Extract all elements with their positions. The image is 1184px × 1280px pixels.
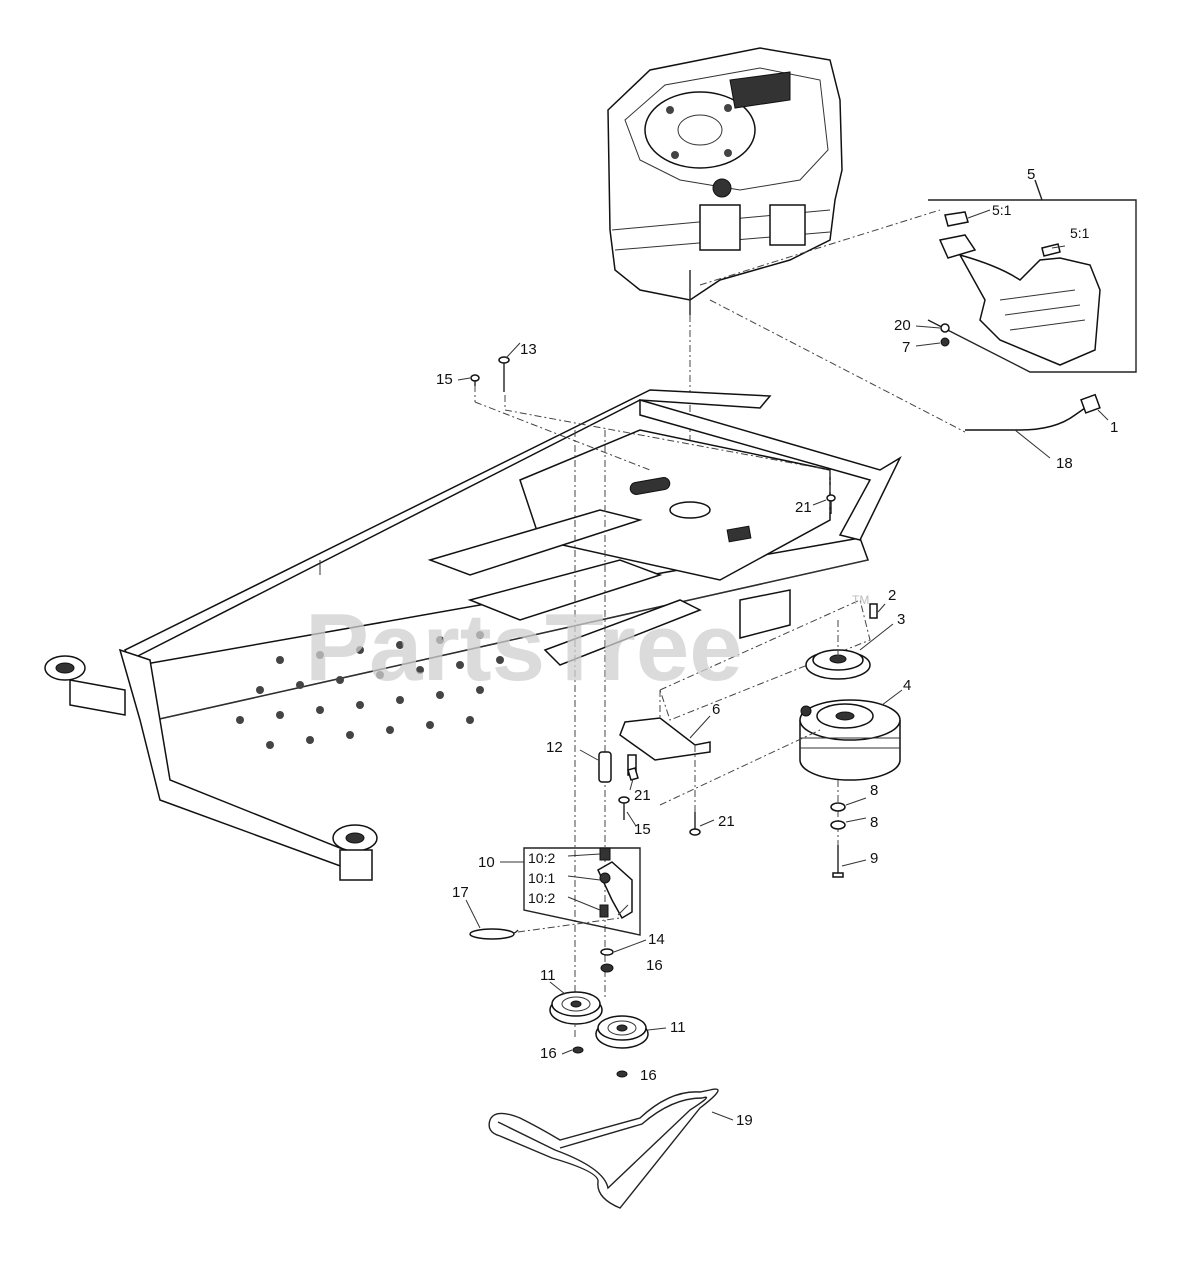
bolt-21-top (826, 494, 836, 514)
clutch-4 (799, 699, 901, 781)
callout-16-c: 16 (640, 1067, 657, 1084)
callout-10-1: 10:1 (528, 870, 555, 886)
callout-18: 18 (1056, 455, 1073, 472)
callout-1: 1 (1110, 419, 1118, 436)
idler-pulley-11-a (549, 991, 603, 1025)
bolt-15-low (618, 796, 630, 820)
callout-3: 3 (897, 611, 905, 628)
key-2 (869, 603, 878, 619)
callout-16-b: 16 (540, 1045, 557, 1062)
callout-11-a: 11 (540, 967, 556, 984)
watermark: PartsTree TM (305, 593, 869, 701)
nut-16-mid (572, 1046, 584, 1054)
callout-11-b: 11 (670, 1019, 686, 1036)
washer-14 (600, 948, 614, 956)
callout-8-b: 8 (870, 814, 878, 831)
callout-5-1-a: 5:1 (992, 202, 1012, 218)
callout-9: 9 (870, 850, 878, 867)
watermark-trademark: TM (852, 593, 869, 607)
callout-labels: 1 2 3 4 5 5:1 5:1 6 7 8 8 9 10 10:2 10:1… (436, 166, 1118, 1129)
washer-8-a (830, 802, 846, 812)
muffler-centerline (699, 209, 941, 286)
callout-10-2-a: 10:2 (528, 850, 555, 866)
engine-assembly (607, 47, 843, 315)
bolt-9 (832, 845, 844, 878)
callout-13: 13 (520, 341, 537, 358)
bolt-15-top (470, 374, 480, 386)
nut-16-low (616, 1070, 628, 1078)
callout-15-a: 15 (436, 371, 453, 388)
callout-7: 7 (902, 339, 910, 356)
spacer-12 (598, 751, 612, 783)
deck-holes (236, 631, 504, 749)
callout-5: 5 (1027, 166, 1035, 183)
callout-17: 17 (452, 884, 469, 901)
callout-20: 20 (894, 317, 911, 334)
callout-leaders (457, 209, 1109, 1121)
main-frame (44, 389, 902, 881)
spring-17 (469, 928, 519, 940)
callout-21-a: 21 (795, 499, 812, 516)
idler-pulley-11-b (595, 1015, 649, 1049)
bolt-13 (498, 356, 510, 392)
idler-arm-10 (523, 847, 641, 936)
watermark-text: PartsTree (305, 594, 743, 701)
callout-10: 10 (478, 854, 495, 871)
bracket-6 (619, 717, 711, 776)
fuel-line (709, 299, 1101, 433)
callout-4: 4 (903, 677, 911, 694)
callout-14: 14 (648, 931, 665, 948)
callout-8-a: 8 (870, 782, 878, 799)
callout-19: 19 (736, 1112, 753, 1129)
bolt-21-low (689, 812, 701, 836)
muffler-assembly (927, 179, 1137, 373)
callout-16-a: 16 (646, 957, 663, 974)
callout-15-b: 15 (634, 821, 651, 838)
bolt-21-mid (627, 767, 639, 781)
callout-10-2-b: 10:2 (528, 890, 555, 906)
callout-5-1-b: 5:1 (1070, 225, 1090, 241)
pulley-3 (805, 649, 871, 680)
callout-21-b: 21 (634, 787, 651, 804)
callout-21-c: 21 (718, 813, 735, 830)
washer-8-b (830, 820, 846, 830)
callout-6: 6 (712, 701, 720, 718)
callout-2: 2 (888, 587, 896, 604)
callout-12: 12 (546, 739, 563, 756)
belt-19 (488, 1088, 719, 1209)
nut-16-top (600, 963, 614, 973)
